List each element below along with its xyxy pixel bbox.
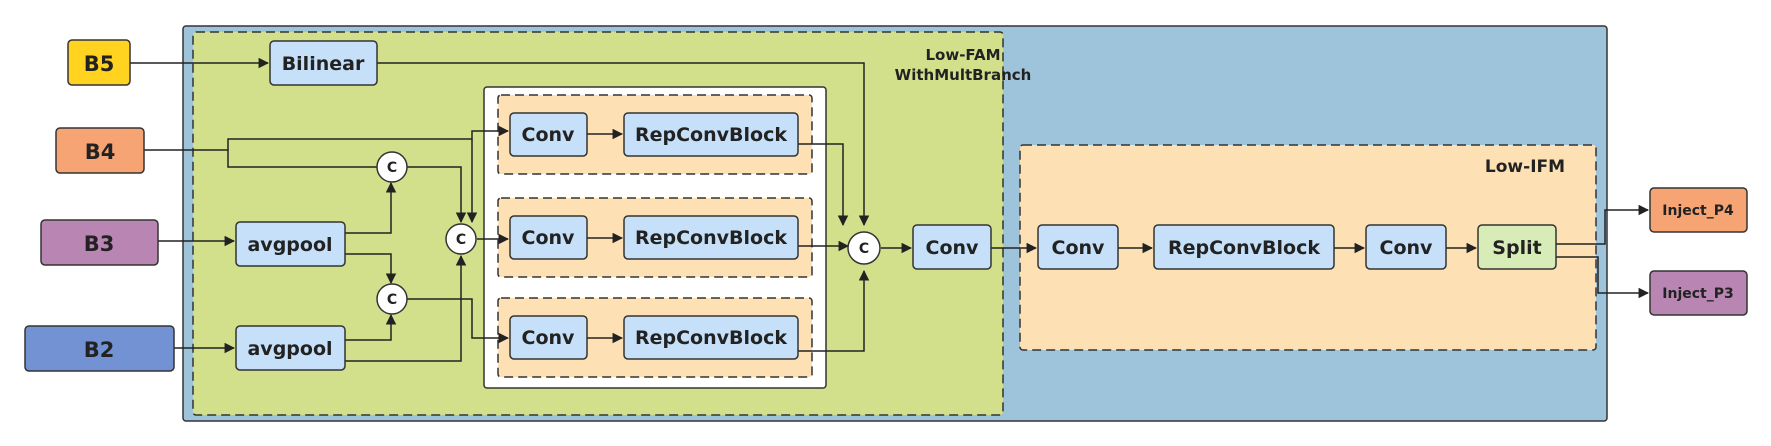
low-fam-subtitle: WithMultBranch bbox=[895, 66, 1032, 84]
branch-3-conv-label: Conv bbox=[522, 327, 576, 349]
avgpool-bottom-label: avgpool bbox=[247, 338, 332, 360]
concat-node-4-label: C bbox=[859, 241, 869, 257]
concat-node-1-label: C bbox=[387, 160, 397, 176]
edges bbox=[130, 57, 1650, 362]
edge-split-p3 bbox=[1556, 256, 1650, 299]
edge-split-p4 bbox=[1556, 204, 1650, 245]
output-inject-p4-label: Inject_P4 bbox=[1662, 203, 1734, 219]
branch-1-rep-label: RepConvBlock bbox=[635, 124, 787, 146]
fuse-conv-label: Conv bbox=[926, 237, 980, 259]
edge-avgpool1-concat3 bbox=[345, 253, 397, 285]
edge-avgpool2-concat3 bbox=[345, 313, 397, 341]
ifm-rep-box bbox=[1153, 224, 1335, 270]
output-inject-p4-box bbox=[1649, 187, 1748, 233]
edge-bilinear-concat4 bbox=[377, 62, 870, 227]
edge-concat1-concat2 bbox=[407, 166, 467, 224]
output-inject-p3-label: Inject_P3 bbox=[1662, 286, 1733, 302]
split-label: Split bbox=[1492, 237, 1541, 259]
input-b4-box bbox=[55, 127, 145, 174]
edge-concat3-branch3 bbox=[407, 298, 510, 344]
branch-2-rep-label: RepConvBlock bbox=[635, 227, 787, 249]
branch-2-rep-box bbox=[623, 215, 799, 260]
concat-node-1: C bbox=[376, 151, 408, 183]
concat-node-3: C bbox=[376, 283, 408, 315]
branch-1-conv-label: Conv bbox=[522, 124, 576, 146]
branch-3-rep-box bbox=[623, 315, 799, 360]
edge-b4-concat1 bbox=[144, 149, 379, 168]
ifm-conv-2-label: Conv bbox=[1380, 237, 1434, 259]
branch-1-conv-box bbox=[509, 112, 588, 157]
edge-avgpool2-concat2 bbox=[345, 254, 467, 362]
bilinear-label: Bilinear bbox=[282, 53, 365, 75]
input-b4-label: B4 bbox=[85, 140, 116, 164]
avgpool-top-box bbox=[235, 221, 346, 267]
edge-branch1-concat4 bbox=[798, 143, 849, 227]
concat-node-3-label: C bbox=[387, 292, 397, 308]
ifm-conv-1-label: Conv bbox=[1052, 237, 1106, 259]
concat-node-2: C bbox=[445, 223, 477, 255]
branch-3-rep-label: RepConvBlock bbox=[635, 327, 787, 349]
branch-1-rep-box bbox=[623, 112, 799, 157]
edge-branch3-concat4 bbox=[798, 269, 870, 352]
input-b5-box bbox=[67, 39, 131, 86]
input-b3-label: B3 bbox=[84, 232, 115, 256]
branch-2-conv-label: Conv bbox=[522, 227, 576, 249]
bilinear-box bbox=[269, 40, 378, 86]
input-b2-box bbox=[24, 325, 175, 372]
branch-3-conv-box bbox=[509, 315, 588, 360]
ifm-conv-1-box bbox=[1037, 224, 1119, 270]
split-box bbox=[1477, 224, 1557, 270]
ifm-conv-2-box bbox=[1365, 224, 1447, 270]
input-b3-box bbox=[40, 219, 159, 266]
fuse-conv-box bbox=[912, 224, 992, 270]
branch-2-conv-box bbox=[509, 215, 588, 260]
low-fam-title: Low-FAM bbox=[925, 46, 1000, 64]
concat-node-4: C bbox=[847, 231, 881, 265]
edge-avgpool1-concat1 bbox=[345, 181, 397, 234]
input-b2-label: B2 bbox=[84, 338, 115, 362]
low-ifm-title: Low-IFM bbox=[1485, 157, 1565, 177]
concat-node-2-label: C bbox=[456, 232, 466, 248]
avgpool-bottom-box bbox=[235, 325, 346, 371]
input-b5-label: B5 bbox=[84, 52, 115, 76]
ifm-rep-label: RepConvBlock bbox=[1168, 237, 1320, 259]
output-inject-p3-box bbox=[1649, 270, 1748, 316]
avgpool-top-label: avgpool bbox=[247, 234, 332, 256]
